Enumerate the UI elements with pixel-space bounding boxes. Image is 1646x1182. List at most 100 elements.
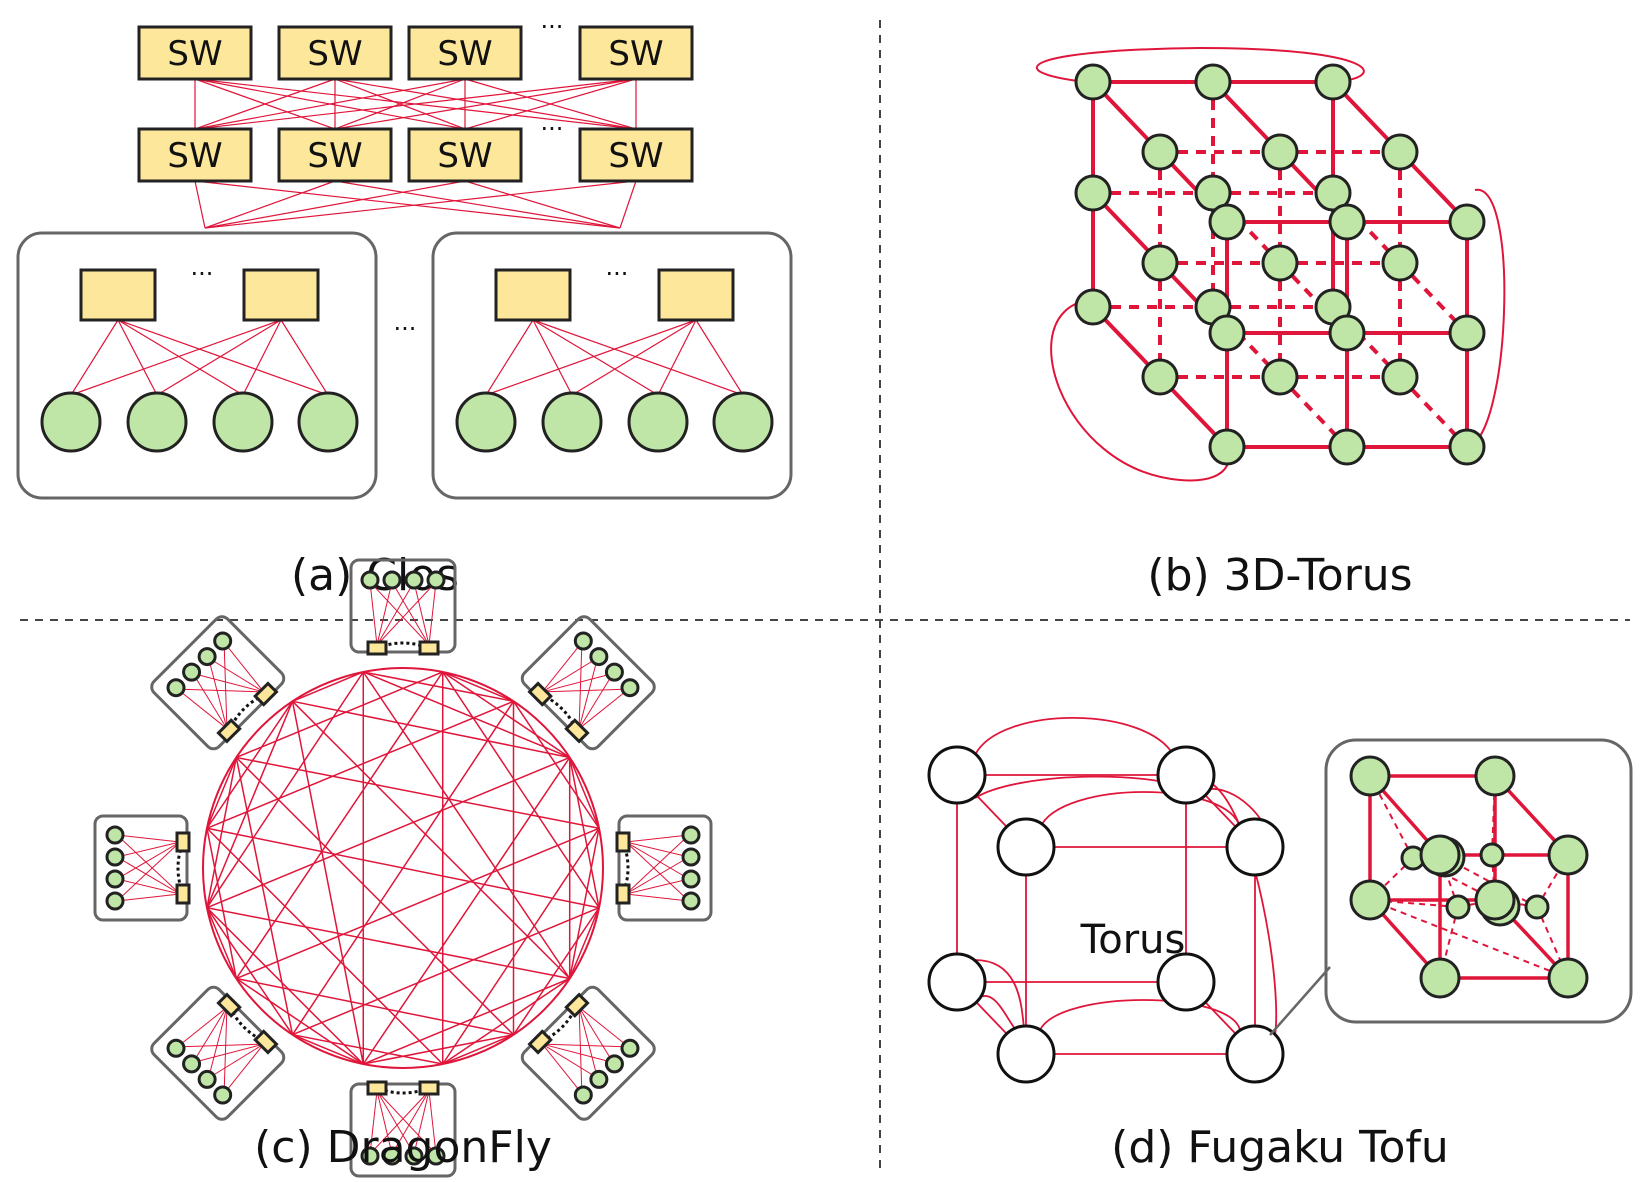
pod-link [117,319,329,396]
local-link [578,673,614,729]
local-link [116,834,181,895]
switch-box [277,25,393,81]
clos-spine-link [464,78,637,130]
switch-label: SW [167,34,222,74]
torus-node [1314,63,1352,101]
pod-group-box [431,231,793,500]
global-link [292,700,570,759]
torus-node [1381,244,1419,282]
pod-link [532,319,573,396]
unit-node [1419,834,1461,876]
dragonfly-group [150,615,286,751]
torus-node [1328,428,1366,466]
clos-uplink [619,180,637,229]
router-rect [418,1080,440,1096]
local-link [116,841,181,880]
global-link [206,671,364,909]
torus-node [1074,63,1112,101]
compute-node [182,662,202,682]
global-link [568,828,600,979]
global-link [206,700,294,829]
local-link [413,1090,430,1155]
pod-link [571,319,697,396]
global-link [512,700,600,829]
clos-spine-link [194,78,336,130]
fugaku-tofu-diagram [927,717,1633,1084]
compute-node [541,391,603,453]
dragonfly-group [349,558,457,656]
switch-label: SW [167,136,222,176]
dragonfly-group [615,814,713,922]
unit-small-node [1524,894,1550,920]
router-rect [564,718,590,744]
local-link [578,642,583,729]
clos-spine-link [334,78,637,130]
local-link [208,1043,264,1079]
switch-label: SW [307,136,362,176]
local-link [625,834,690,895]
local-link [369,581,430,646]
clos-uplink [194,180,621,229]
unit-node [1474,879,1516,921]
local-link [625,841,690,880]
router-rect [216,992,242,1018]
group-box [93,814,189,922]
local-link [625,856,690,895]
group-box [150,615,286,751]
torus-node [1208,314,1246,352]
torus-node [1208,428,1246,466]
local-link [116,878,181,895]
caption-3d-torus: (b) 3D-Torus [1147,550,1412,601]
switch-label: SW [608,34,663,74]
compute-node [620,678,640,698]
global-link [206,907,294,1036]
router-rect [366,640,388,656]
local-link [428,581,437,646]
local-link [208,1007,228,1079]
torus-node [1448,203,1486,241]
torus-node [1141,244,1179,282]
switch-box [407,127,523,183]
pod-link [70,319,119,396]
global-link [442,671,514,702]
compute-node [382,570,402,590]
unit-small-node [1445,894,1471,920]
global-link [292,907,600,1036]
local-link [625,878,690,895]
global-link [236,756,600,830]
global-link [568,757,600,908]
local-link [223,642,228,729]
unit-dashed-link [1491,775,1496,856]
compute-node [573,1085,593,1105]
caption-fugaku-tofu: (d) Fugaku Tofu [1111,1122,1449,1173]
router-rect [253,681,279,707]
group-box [520,985,656,1121]
switch-label: SW [608,136,663,176]
global-ring [202,667,604,1069]
dragonfly-group [520,985,656,1121]
tofu-node [1225,1024,1285,1084]
switch-box [578,25,694,81]
global-link [442,977,571,1065]
compute-node [105,891,125,911]
local-link [369,581,378,646]
router-rect [615,883,631,905]
local-link [542,1043,629,1048]
compute-node [360,570,380,590]
global-link [235,757,294,1035]
ellipsis: ... [541,6,564,34]
pod-link [532,319,744,396]
unit-dashed-link [1536,906,1569,979]
global-link [206,828,238,979]
local-link [625,841,690,858]
local-link [542,688,629,693]
ellipsis: ... [191,253,214,281]
local-link [578,1007,583,1094]
torus-node [1328,203,1366,241]
ellipsis: ... [606,253,629,281]
unit-small-node [1479,842,1505,868]
global-link [206,700,514,829]
local-link [578,688,629,730]
